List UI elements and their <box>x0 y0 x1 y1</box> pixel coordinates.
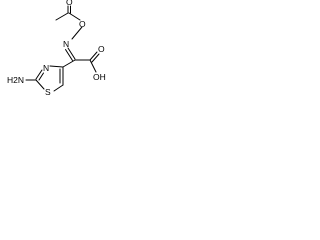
bond-methyl-carbonyl <box>55 12 69 21</box>
chemical-structure: O O N O OH N S H2N <box>7 0 106 97</box>
atom-o-carbonyl: O <box>66 0 73 7</box>
bond-ring-n3-c4 <box>49 65 64 68</box>
atom-o-ester: O <box>79 19 86 29</box>
bond-ring-s-c2 <box>35 79 45 90</box>
atom-nh2: H2N <box>7 75 24 85</box>
bond-ring-c2-n3 <box>35 69 43 80</box>
atom-n-oxime: N <box>63 39 69 49</box>
atom-s-ring: S <box>45 87 51 97</box>
bond-oxime-c-ring <box>62 59 76 68</box>
atom-n-ring: N <box>43 63 49 73</box>
bond-ring-c2-n3-inner <box>38 72 44 81</box>
bond-carboxyl-double <box>89 51 98 61</box>
bond-ring-c5-s <box>53 84 64 92</box>
bond-ester-o-oxime-n <box>71 26 83 40</box>
bond-oxime-double <box>67 47 76 60</box>
atom-o-acid: O <box>98 44 105 54</box>
atom-oh: OH <box>93 72 106 82</box>
bond-carbonyl-ester-o <box>68 12 81 21</box>
bond-oxime-double-2 <box>65 49 73 61</box>
bond-carboxyl-double-2 <box>91 53 100 63</box>
bond-carboxyl-oh <box>89 59 97 73</box>
